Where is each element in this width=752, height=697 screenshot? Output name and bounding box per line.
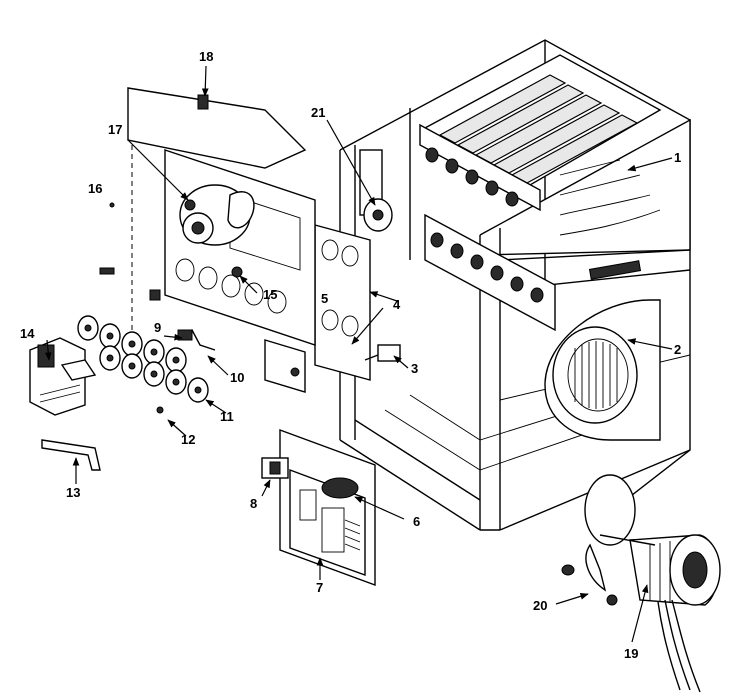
callout-21: 21	[311, 105, 325, 120]
gas-valve	[29, 337, 97, 416]
flue-collector	[359, 149, 393, 232]
heat-exchanger	[419, 54, 662, 332]
control-board-assembly	[261, 428, 376, 587]
callout-labels: 18 17 21 16 1 15 5 4 2 14 9 3 10 11 12 1…	[20, 49, 681, 661]
callout-3: 3	[411, 361, 418, 376]
callout-9: 9	[154, 320, 161, 335]
top-cover-plate	[127, 87, 307, 169]
callout-12: 12	[181, 432, 195, 447]
gas-manifold-pipe	[41, 439, 101, 471]
callout-18: 18	[199, 49, 213, 64]
blower-motor	[561, 474, 721, 693]
callout-15: 15	[263, 287, 277, 302]
callout-2: 2	[674, 342, 681, 357]
callout-16: 16	[88, 181, 102, 196]
callout-7: 7	[316, 580, 323, 595]
callout-11: 11	[220, 409, 234, 424]
callout-17: 17	[108, 122, 122, 137]
callout-20: 20	[533, 598, 547, 613]
hardware-parts	[99, 202, 243, 414]
callout-10: 10	[230, 370, 244, 385]
callout-5: 5	[321, 291, 328, 306]
callout-8: 8	[250, 496, 257, 511]
callout-6: 6	[413, 514, 420, 529]
callout-19: 19	[624, 646, 638, 661]
callout-14: 14	[20, 326, 35, 341]
callout-1: 1	[674, 150, 681, 165]
igniter	[177, 329, 216, 351]
inducer-motor	[179, 184, 255, 246]
blower-housing	[544, 299, 661, 441]
burner-assembly	[77, 315, 209, 403]
callout-13: 13	[66, 485, 80, 500]
leader-lines	[44, 65, 673, 643]
callout-4: 4	[393, 297, 401, 312]
